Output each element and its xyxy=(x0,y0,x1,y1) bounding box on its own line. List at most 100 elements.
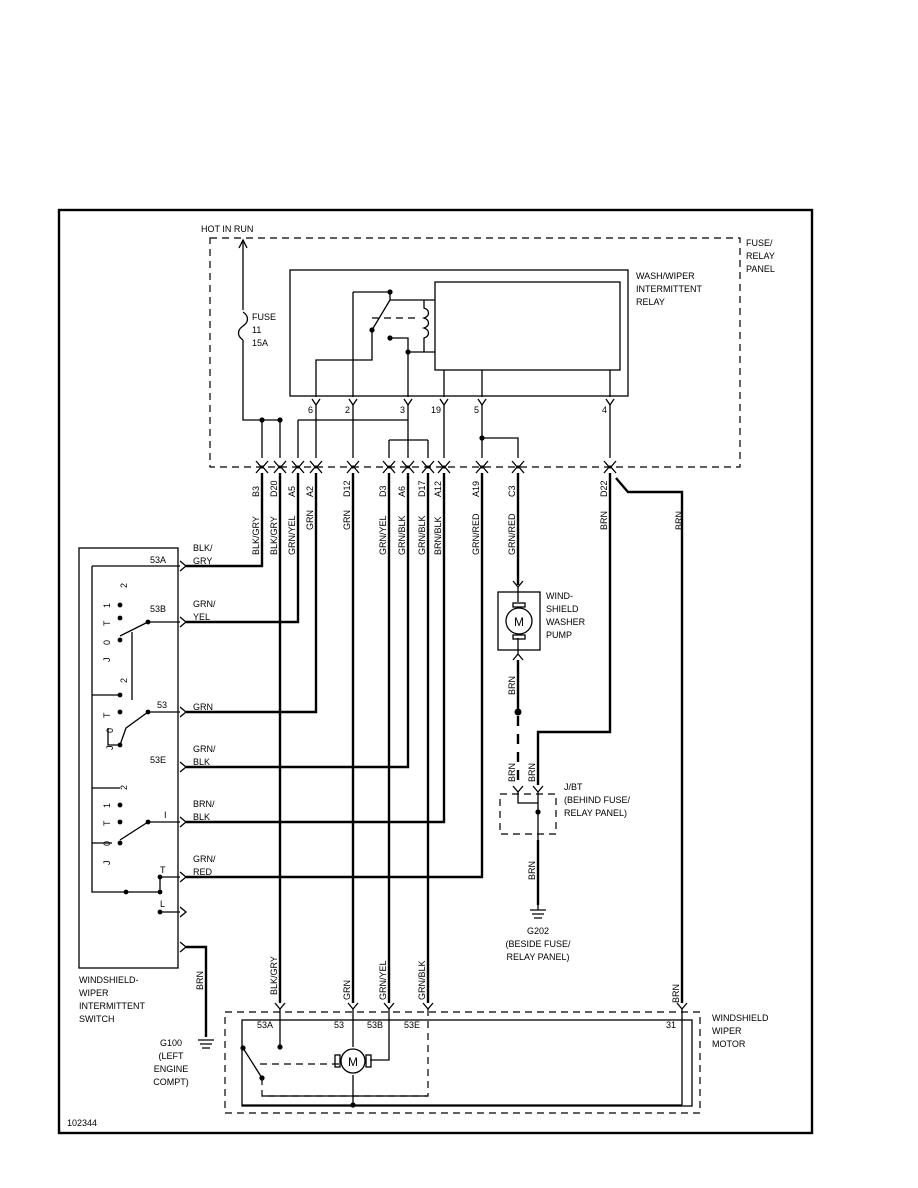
svg-text:RELAY: RELAY xyxy=(636,297,665,307)
pin-d3: D3 xyxy=(378,485,388,497)
svg-text:2: 2 xyxy=(119,785,129,790)
svg-text:SWITCH: SWITCH xyxy=(79,1014,115,1024)
svg-text:BRN: BRN xyxy=(599,511,609,530)
wiper-motor-outline xyxy=(224,1011,701,1114)
pin-c3: C3 xyxy=(507,485,517,497)
svg-text:T: T xyxy=(102,820,112,826)
svg-text:GRN/YEL: GRN/YEL xyxy=(378,515,388,555)
g100-ground-icon xyxy=(198,1039,214,1049)
svg-text:PANEL: PANEL xyxy=(746,264,775,274)
motor-terminal-labels: 53A 53 53B 53E 31 xyxy=(257,1020,676,1030)
svg-text:19: 19 xyxy=(431,405,441,415)
svg-text:53: 53 xyxy=(334,1020,344,1030)
svg-text:T: T xyxy=(102,712,112,718)
relay-connector: 6 2 3 19 5 4 xyxy=(308,398,615,415)
wiper-switch-outline xyxy=(78,547,179,969)
switch-ground-wire xyxy=(186,945,208,1037)
diagram-border xyxy=(57,208,814,1135)
svg-text:4: 4 xyxy=(602,405,607,415)
svg-text:2: 2 xyxy=(119,583,129,588)
svg-text:6: 6 xyxy=(308,405,313,415)
svg-text:FUSE: FUSE xyxy=(252,312,276,322)
svg-text:0: 0 xyxy=(102,640,112,645)
svg-text:M: M xyxy=(514,615,524,629)
g202-ground-icon xyxy=(530,905,546,919)
svg-text:BLK/GRY: BLK/GRY xyxy=(269,956,279,995)
svg-text:GRN/YEL: GRN/YEL xyxy=(378,960,388,1000)
svg-text:BRN: BRN xyxy=(671,984,681,1003)
svg-text:0: 0 xyxy=(102,841,112,846)
svg-text:BLK/GRY: BLK/GRY xyxy=(269,516,279,555)
svg-text:53B: 53B xyxy=(367,1020,383,1030)
hot-feed-arrow xyxy=(238,238,248,249)
svg-text:ENGINE: ENGINE xyxy=(154,1064,189,1074)
svg-text:0: 0 xyxy=(105,728,115,733)
svg-text:INTERMITTENT: INTERMITTENT xyxy=(636,284,702,294)
svg-text:RED: RED xyxy=(193,867,213,877)
svg-text:BRN/: BRN/ xyxy=(193,799,215,809)
svg-text:GRN/RED: GRN/RED xyxy=(507,513,517,555)
svg-text:GRN/: GRN/ xyxy=(193,599,216,609)
pin-a19: A19 xyxy=(471,481,481,497)
switch-terminal-labels: 53A 53B 53 53E I T L xyxy=(150,555,167,909)
svg-text:G100: G100 xyxy=(160,1038,182,1048)
svg-text:2: 2 xyxy=(119,678,129,683)
svg-text:53E: 53E xyxy=(404,1020,420,1030)
wire-grn-yel-53b xyxy=(186,473,300,624)
svg-text:RELAY: RELAY xyxy=(746,251,775,261)
wire-brn-d22 xyxy=(536,473,612,785)
svg-text:BLK: BLK xyxy=(193,757,210,767)
svg-text:GRN: GRN xyxy=(342,510,352,530)
motor-labels: WINDSHIELD WIPER MOTOR xyxy=(712,1013,769,1049)
svg-text:RELAY PANEL): RELAY PANEL) xyxy=(506,952,569,962)
switch-wire-labels: BLK/ GRY GRN/ YEL GRN GRN/ BLK BRN/ BLK … xyxy=(193,543,216,877)
svg-text:GRN/YEL: GRN/YEL xyxy=(287,515,297,555)
pin-a12: A12 xyxy=(433,481,443,497)
svg-text:RELAY PANEL): RELAY PANEL) xyxy=(564,808,627,818)
svg-text:15A: 15A xyxy=(252,338,268,348)
relay-label: WASH/WIPER INTERMITTENT RELAY xyxy=(636,271,702,307)
svg-text:BRN/BLK: BRN/BLK xyxy=(433,516,443,555)
svg-text:BLK/: BLK/ xyxy=(193,543,213,553)
pin-b3: B3 xyxy=(251,486,261,497)
svg-text:WIPER: WIPER xyxy=(712,1026,742,1036)
relay-contact-arm xyxy=(371,299,391,331)
wiper-motor-internals xyxy=(240,1009,683,1108)
wiper-motor-inner xyxy=(241,1019,693,1107)
pump-ground-wire-label: BRN xyxy=(507,676,517,695)
svg-text:(BEHIND FUSE/: (BEHIND FUSE/ xyxy=(564,795,631,805)
svg-text:WINDSHIELD: WINDSHIELD xyxy=(712,1013,769,1023)
wire-grn-blk-53e xyxy=(186,473,410,769)
svg-text:GRY: GRY xyxy=(193,556,212,566)
switch-internals xyxy=(91,565,180,915)
jbt-label: J/BT (BEHIND FUSE/ RELAY PANEL) xyxy=(564,782,631,818)
wire-brn-motor-31 xyxy=(615,477,684,1003)
fuse-relay-panel-outline xyxy=(209,237,741,468)
pin-d20: D20 xyxy=(269,480,279,497)
svg-text:GRN: GRN xyxy=(342,980,352,1000)
wash-wiper-relay-outline xyxy=(289,269,629,397)
washer-pump-box xyxy=(497,591,541,651)
svg-text:YEL: YEL xyxy=(193,612,210,622)
svg-text:FUSE/: FUSE/ xyxy=(746,238,773,248)
pin-d22: D22 xyxy=(599,480,609,497)
svg-text:T: T xyxy=(102,620,112,626)
svg-text:53: 53 xyxy=(157,700,167,710)
svg-text:L: L xyxy=(160,899,165,909)
pin-d17: D17 xyxy=(417,480,427,497)
fuse-label: FUSE 11 15A xyxy=(252,312,276,348)
svg-text:BRN: BRN xyxy=(674,511,684,530)
svg-text:MOTOR: MOTOR xyxy=(712,1039,746,1049)
svg-text:BLK: BLK xyxy=(193,812,210,822)
relay-coil xyxy=(421,300,435,353)
svg-text:GRN/RED: GRN/RED xyxy=(471,513,481,555)
svg-text:J: J xyxy=(102,861,112,866)
svg-text:GRN/: GRN/ xyxy=(193,854,216,864)
svg-text:11: 11 xyxy=(252,325,261,335)
wire-color-labels: BLK/GRY BLK/GRY GRN/YEL GRN GRN GRN/YEL … xyxy=(251,510,684,555)
svg-text:GRN/BLK: GRN/BLK xyxy=(417,960,427,1000)
pin-a5: A5 xyxy=(287,486,297,497)
svg-text:53A: 53A xyxy=(150,555,166,565)
fuse-symbol xyxy=(237,311,249,341)
switch-terminal-connectors xyxy=(179,560,188,953)
